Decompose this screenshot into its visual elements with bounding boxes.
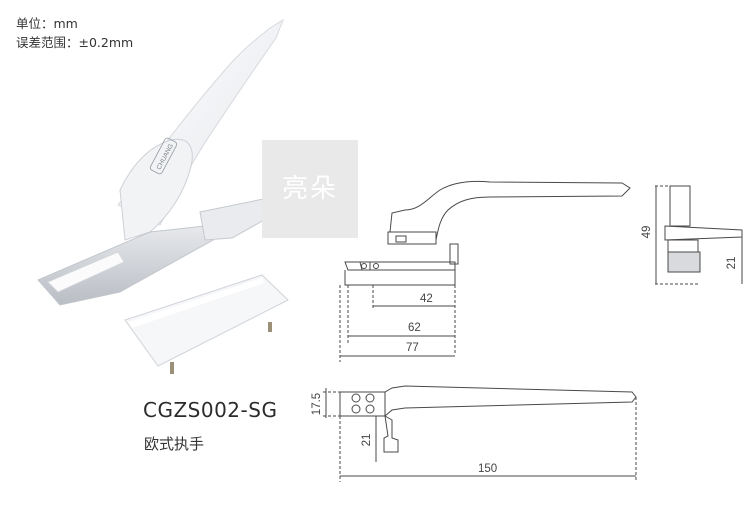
handle-hub bbox=[119, 138, 193, 241]
dim-label-17-5: 17.5 bbox=[311, 393, 323, 415]
watermark: 亮朵 bbox=[262, 140, 358, 238]
cover-screw-right bbox=[268, 322, 272, 332]
cover-screw-left bbox=[170, 362, 174, 374]
side-view bbox=[655, 185, 743, 285]
top-view bbox=[323, 385, 637, 482]
units-note: 单位：mm 误差范围：±0.2mm bbox=[16, 14, 133, 52]
dim-label-77: 77 bbox=[406, 342, 419, 354]
side-view-plate bbox=[664, 225, 743, 241]
front-view-hub-slot bbox=[395, 235, 407, 243]
top-view-spindle bbox=[383, 415, 399, 453]
tolerance-line: 误差范围：±0.2mm bbox=[16, 35, 134, 50]
dim-label-49: 49 bbox=[641, 226, 653, 239]
product-model: CGZS002-SG bbox=[143, 398, 278, 422]
front-view-lever bbox=[389, 180, 631, 241]
cover-plate bbox=[124, 274, 289, 367]
dim-label-top-21: 21 bbox=[361, 434, 373, 447]
front-view bbox=[339, 180, 631, 362]
unit-line: 单位：mm bbox=[16, 16, 78, 31]
front-view-hub bbox=[387, 231, 437, 245]
top-view-handle bbox=[340, 385, 637, 417]
dim-label-42: 42 bbox=[420, 293, 433, 305]
handle-base bbox=[37, 225, 214, 306]
dim-label-62: 62 bbox=[408, 322, 421, 334]
side-view-lever bbox=[669, 185, 691, 227]
handle-photo: CHUANG bbox=[37, 18, 289, 374]
dim-label-side-21: 21 bbox=[726, 257, 738, 270]
dim-label-150: 150 bbox=[478, 463, 497, 475]
product-name: 欧式执手 bbox=[144, 435, 205, 453]
